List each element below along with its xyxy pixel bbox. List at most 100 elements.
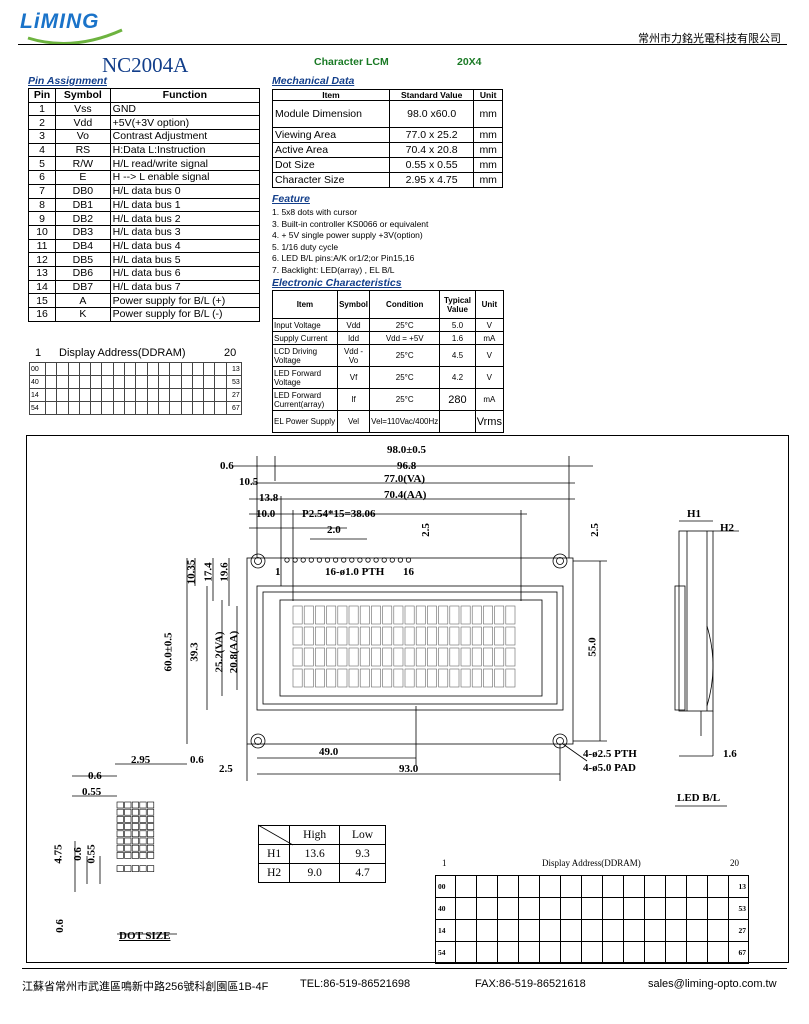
logo: LiMING [18, 8, 128, 46]
ddram-cell [78, 401, 92, 415]
ddram-cell [497, 897, 519, 920]
dot [147, 844, 155, 852]
pin-hole [292, 557, 298, 563]
footer-email[interactable]: sales@liming-opto.com.tw [648, 978, 777, 990]
character-cell [303, 626, 314, 646]
mech-item: Viewing Area [272, 127, 390, 143]
mech-unit: mm [473, 157, 503, 173]
ddram-end-address: 13 [225, 362, 242, 376]
elec-table-cell: LED Forward Current(array) [272, 388, 338, 411]
ddram-cell [112, 375, 126, 389]
ddram-cell [146, 362, 159, 376]
mechanical-heading: Mechanical Data [272, 75, 355, 87]
ddram-cell [101, 362, 114, 376]
dim-55: 55.0 [586, 637, 599, 657]
character-cell [415, 605, 426, 625]
character-cell [292, 668, 303, 688]
ddram-cell [56, 362, 69, 376]
dim-2-0: 2.0 [327, 524, 341, 536]
elec-table-cell: 25°C [369, 344, 441, 367]
ddram-cell [56, 388, 69, 402]
pin-table-cell: 14 [27, 279, 57, 295]
ddram-large-right-label: 20 [730, 858, 739, 868]
ddram-cell [497, 875, 519, 898]
ddram-cell [476, 875, 498, 898]
pin-table-cell: RS [55, 142, 111, 158]
dim-0-6a: 0.6 [220, 460, 234, 472]
mech-table-header: Standard Value [388, 89, 475, 101]
pin-hole [397, 557, 403, 563]
pin-assignment-heading: Pin Assignment [28, 75, 107, 87]
mech-unit: mm [473, 142, 503, 158]
footer-fax: FAX:86-519-86521618 [475, 978, 586, 990]
dot [139, 816, 147, 823]
elec-table-cell: LED Forward Voltage [272, 366, 338, 389]
dot [116, 801, 124, 809]
ddram-cell [518, 875, 540, 898]
pin-table-cell: 8 [27, 197, 57, 213]
dim-2-5a: 2.5 [419, 523, 432, 537]
ddram-cell [455, 941, 477, 964]
ddram-cell [180, 388, 193, 402]
character-cell [371, 605, 381, 625]
character-cell [427, 668, 437, 688]
ddram-cell [146, 388, 159, 402]
ddram-end-address: 67 [225, 401, 242, 415]
elec-table-cell: 25°C [369, 388, 441, 411]
pin-hole [308, 557, 314, 563]
dot [124, 816, 132, 823]
ddram-cell [90, 375, 103, 389]
character-cell [326, 647, 337, 667]
dim-2-5b: 2.5 [588, 523, 601, 537]
ddram-cell [101, 401, 114, 415]
ddram-cell [112, 388, 126, 402]
ddram-cell [112, 362, 126, 376]
elec-table-cell: Vdd [336, 318, 371, 332]
mech-value: 98.0 x60.0 [388, 100, 475, 128]
character-cell [359, 605, 370, 625]
dot [124, 837, 132, 845]
ddram-cell [124, 375, 137, 389]
pin-table-cell: GND [109, 101, 261, 117]
dim-10-5: 10.5 [239, 476, 259, 488]
character-cell [483, 626, 493, 646]
logo-text: LiMING [20, 10, 100, 33]
pin-hole [373, 557, 379, 563]
pin-hole [389, 557, 395, 563]
ddram-cell [623, 941, 645, 964]
pin-table-cell: Contrast Adjustment [109, 129, 261, 144]
ddram-cell [581, 919, 603, 942]
dim-49: 49.0 [319, 746, 339, 758]
ddram-cell [169, 388, 182, 402]
pin-table-cell: DB0 [55, 183, 111, 199]
character-cell [494, 647, 505, 667]
dot [139, 801, 147, 809]
character-cell [315, 626, 325, 646]
ddram-cell [476, 897, 498, 920]
character-cell [460, 605, 471, 625]
character-cell [438, 647, 449, 667]
pin-table-cell: 2 [27, 115, 57, 131]
ddram-cell [518, 897, 540, 920]
ddram-cell [581, 941, 603, 964]
ddram-cell [455, 897, 477, 920]
dim-39-3: 39.3 [188, 642, 201, 662]
character-cell [292, 647, 303, 667]
ddram-cell [518, 919, 540, 942]
footer-address: 江蘇省常州市武進區鳴新中路256號科創園區1B-4F [22, 981, 269, 993]
ddram-cell [90, 388, 103, 402]
ddram-cell [707, 875, 729, 898]
pin-table-cell: R/W [55, 156, 111, 172]
